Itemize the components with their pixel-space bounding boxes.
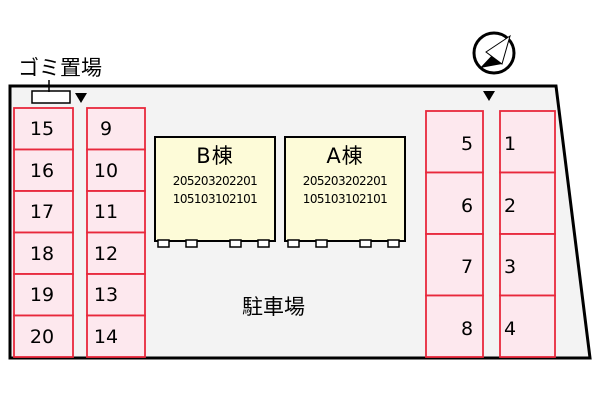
parking-stall-label: 14 (93, 325, 119, 348)
parking-stall-label: 7 (460, 256, 474, 278)
parking-stall-6 (425, 171, 484, 235)
parking-stall-label: 13 (93, 284, 119, 306)
parking-stall-label: 10 (93, 159, 119, 182)
building-b-name: B棟 (196, 144, 234, 168)
building-b-upper-units: 205203202201 (172, 174, 258, 188)
parking-stall-18 (13, 231, 74, 275)
parking-stall-label: 12 (93, 242, 119, 265)
parking-stall-10 (86, 148, 146, 192)
parking-stall-11 (86, 190, 146, 234)
parking-stall-17 (13, 190, 74, 234)
parking-stall-label: 8 (460, 317, 474, 340)
building-a (284, 136, 406, 248)
parking-stall-1 (499, 110, 556, 174)
building-a-upper-units: 205203202201 (302, 174, 388, 188)
parking-stall-label: 15 (29, 118, 55, 140)
parking-stall-label: 1 (503, 133, 517, 155)
parking-stall-20 (13, 314, 74, 358)
parking-stall-label: 5 (460, 133, 474, 155)
parking-stall-9 (86, 107, 146, 151)
parking-stall-13 (86, 273, 146, 317)
parking-stall-label: 6 (460, 194, 474, 217)
parking-stall-label: 3 (503, 256, 517, 278)
parking-stall-14 (86, 314, 146, 358)
parking-stall-16 (13, 148, 74, 192)
building-b (154, 136, 276, 248)
parking-area-label: 駐車場 (242, 295, 305, 319)
building-a-lower-units: 105103102101 (302, 192, 388, 206)
parking-stall-label: 18 (29, 242, 55, 265)
parking-stall-5 (425, 110, 484, 174)
parking-stall-label: 20 (29, 325, 55, 348)
building-a-name: A棟 (326, 144, 364, 168)
parking-stall-12 (86, 231, 146, 275)
parking-stall-2 (499, 171, 556, 235)
parking-stall-4 (499, 294, 556, 358)
parking-stall-19 (13, 273, 74, 317)
garbage-box (31, 90, 71, 104)
entrance-arrow-right (483, 91, 495, 101)
building-b-lower-units: 105103102101 (172, 192, 258, 206)
parking-stall-label: 16 (29, 159, 55, 182)
garbage-area-label: ゴミ置場 (18, 56, 102, 80)
parking-stall-label: 19 (29, 284, 55, 306)
parking-stall-label: 11 (93, 201, 119, 223)
parking-stall-7 (425, 233, 484, 297)
parking-stall-15 (13, 107, 74, 151)
parking-stall-label: 17 (29, 201, 55, 223)
parking-stall-label: 9 (99, 118, 113, 140)
north-arrow-icon (472, 31, 516, 75)
entrance-arrow-left (75, 93, 87, 103)
parking-stall-label: 4 (503, 317, 517, 340)
parking-stall-label: 2 (503, 194, 517, 217)
parking-stall-8 (425, 294, 484, 358)
